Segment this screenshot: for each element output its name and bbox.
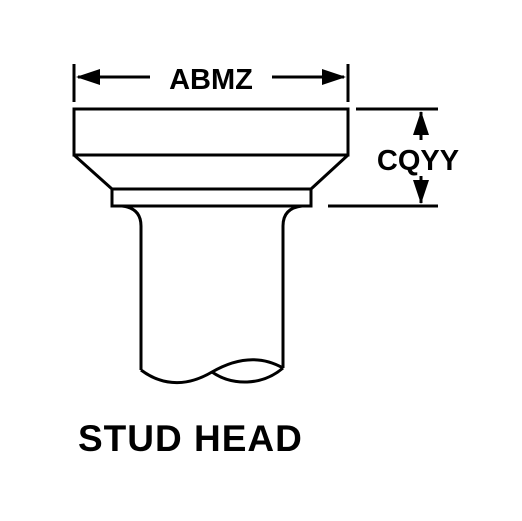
height-dimension-label: CQYY <box>377 145 459 177</box>
width-arrow-left <box>76 69 100 85</box>
height-arrow-up <box>413 111 429 135</box>
shank-break-line-inner <box>211 366 284 384</box>
diagram-title: STUD HEAD <box>78 418 303 459</box>
width-dimension-label: ABMZ <box>169 64 253 96</box>
head-top-rect <box>72 107 350 157</box>
head-collar <box>110 187 313 208</box>
head-chamfer <box>72 153 350 191</box>
width-arrow-right <box>322 69 346 85</box>
stud-shank <box>121 204 303 370</box>
height-arrow-down <box>413 180 429 204</box>
